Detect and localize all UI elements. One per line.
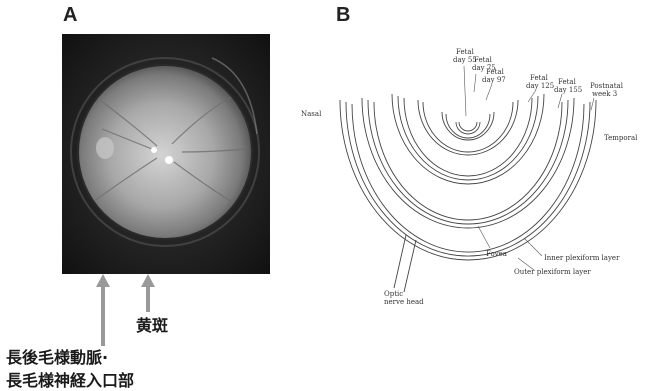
stage-label-5-line1: Fetal [558, 78, 577, 86]
arc-stage-5 [362, 98, 574, 228]
optic-disc [96, 137, 114, 159]
vessel-entry-label-line2: 長毛様神経入口部 [6, 367, 134, 391]
label-optic-line2: nerve head [384, 298, 424, 306]
label-optic-line1: Optic [384, 290, 403, 298]
optic-nerve-stalk [394, 235, 416, 292]
stage-label-2-line1: Fetal [474, 56, 493, 64]
stage-label-4-line1: Fetal [530, 74, 549, 82]
arrow-to-macula [140, 274, 156, 312]
stage-label-5-line2: day 155 [554, 86, 582, 94]
postnatal-label-line2: week 3 [592, 90, 617, 98]
stage-label-1-line1: Fetal [456, 48, 475, 56]
arrow-to-vessel-entry [95, 274, 111, 346]
label-outer-plexiform: Outer plexiform layer [514, 268, 591, 276]
fundus-photograph [62, 34, 270, 274]
arc-stage-3 [418, 100, 518, 155]
arc-stage-1 [456, 122, 480, 134]
stage-label-4-line2: day 125 [526, 82, 554, 90]
macula-spot [165, 156, 173, 164]
stage-label-3-line1: Fetal [486, 68, 505, 76]
vessel-entry-label-line1: 長後毛様動脈· [6, 344, 108, 368]
label-nasal: Nasal [301, 110, 322, 118]
retina-development-diagram: Nasal Temporal Fetal day 55 Fetal day 75… [296, 30, 646, 320]
postnatal-label-line1: Postnatal [590, 82, 624, 90]
panel-a-label: A [63, 4, 77, 27]
arc-stage-2 [442, 112, 494, 140]
bright-spot [151, 147, 157, 153]
stage-label-3-line2: day 97 [482, 76, 506, 84]
label-fovea: Fovea [486, 250, 507, 258]
label-temporal: Temporal [604, 134, 638, 142]
panel-b-label: B [336, 4, 350, 27]
label-inner-plexiform: Inner plexiform layer [544, 254, 620, 262]
arc-stage-4 [392, 94, 544, 184]
macula-label: 黄斑 [136, 312, 168, 336]
